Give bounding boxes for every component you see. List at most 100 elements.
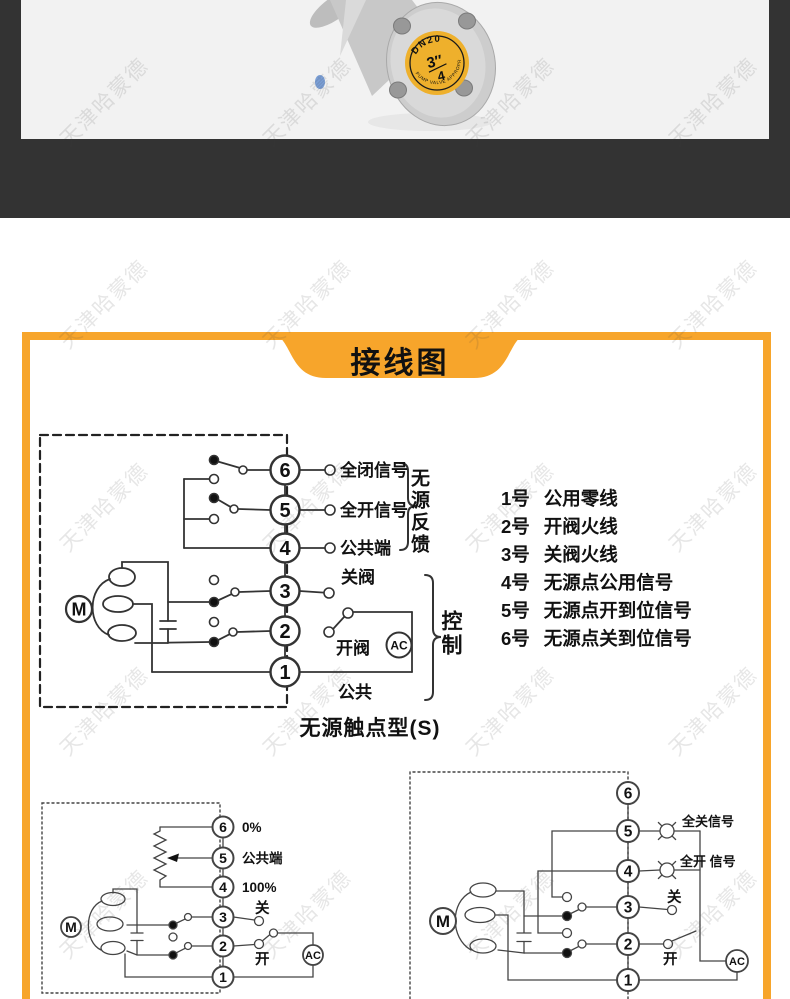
terminal-number: 3 bbox=[219, 909, 227, 925]
motor-coil bbox=[108, 567, 136, 587]
valve-neck-highlight bbox=[340, 0, 366, 56]
product-photo-area: DN20 PUMP VALVE APPROPRIATE 3″ 4 bbox=[21, 0, 769, 139]
braces bbox=[399, 462, 442, 701]
motor-coil bbox=[464, 906, 496, 924]
list-item: 1号公用零线 bbox=[501, 484, 692, 512]
actuator-boundary bbox=[41, 802, 221, 994]
terminal-no: 6号 bbox=[501, 628, 530, 649]
switch-contacts bbox=[208, 454, 354, 648]
indicator-lamps bbox=[657, 821, 677, 880]
label-t3: 关阀 bbox=[341, 567, 375, 587]
valve-photo: DN20 PUMP VALVE APPROPRIATE 3″ 4 bbox=[280, 0, 497, 131]
motor-coil bbox=[469, 938, 497, 954]
terminal-desc: 无源点公用信号 bbox=[543, 572, 674, 593]
tab-shape bbox=[268, 332, 532, 378]
fraction-bar bbox=[428, 63, 447, 73]
switch-contacts bbox=[561, 891, 678, 959]
valve-blue-part bbox=[315, 75, 325, 89]
list-item: 4号无源点公用信号 bbox=[501, 568, 692, 596]
motor-label: M bbox=[72, 600, 87, 620]
terminal-number: 2 bbox=[219, 938, 227, 954]
wiring-diagram-bottom-left: M 6 5 4 3 bbox=[41, 802, 324, 994]
motor: M bbox=[429, 882, 497, 954]
signal-labels: 全关信号 全开 信号 关 开 bbox=[663, 814, 736, 968]
motor-coil bbox=[469, 882, 497, 898]
list-item: 6号无源点关到位信号 bbox=[501, 624, 692, 652]
wiring-diagram-bottom-right: M bbox=[409, 771, 749, 999]
label-t6: 全闭信号 bbox=[339, 460, 408, 480]
bolt-hole bbox=[458, 12, 476, 30]
label-t2: 开阀 bbox=[336, 638, 370, 658]
actuator-boundary bbox=[38, 433, 289, 709]
list-item: 3号关阀火线 bbox=[501, 540, 692, 568]
terminal-no: 5号 bbox=[501, 600, 530, 621]
terminal-description-list: 1号公用零线 2号开阀火线 3号关阀火线 4号无源点公用信号 5号无源点开到位信… bbox=[501, 484, 692, 652]
label-t5: 全关信号 bbox=[681, 814, 734, 829]
control-brace bbox=[424, 574, 442, 701]
ac-source bbox=[302, 944, 324, 966]
label-t2: 开 bbox=[663, 951, 678, 968]
label-t4: 全开 信号 bbox=[679, 854, 736, 869]
potentiometer bbox=[152, 826, 168, 888]
terminal-number: 6 bbox=[219, 819, 227, 835]
feedback-brace-label: 无源反馈 bbox=[408, 468, 429, 556]
motor-coil bbox=[102, 595, 134, 613]
wiring-card bbox=[22, 332, 771, 999]
list-item: 5号无源点开到位信号 bbox=[501, 596, 692, 624]
terminal-number: 2 bbox=[279, 621, 290, 643]
label-t4: 100% bbox=[242, 880, 277, 895]
list-item: 2号开阀火线 bbox=[501, 512, 692, 540]
terminal-number: 1 bbox=[219, 969, 227, 985]
hero-dark-band: DN20 PUMP VALVE APPROPRIATE 3″ 4 bbox=[0, 0, 790, 218]
coil-arc bbox=[454, 891, 472, 951]
terminal-no: 2号 bbox=[501, 516, 530, 537]
valve-size-denominator: 4 bbox=[436, 68, 447, 84]
terminal-number: 1 bbox=[624, 973, 633, 990]
terminal-number: 4 bbox=[624, 864, 633, 881]
label-t4: 公共端 bbox=[340, 538, 391, 558]
signal-labels: 全闭信号 全开信号 公共端 关阀 开阀 公共 bbox=[336, 460, 408, 702]
ac-source bbox=[385, 631, 413, 659]
motor-coil bbox=[96, 916, 124, 932]
label-t2: 开 bbox=[255, 951, 270, 968]
ac-label: AC bbox=[305, 950, 321, 962]
control-brace-label: 控制 bbox=[439, 610, 462, 658]
terminal-number: 2 bbox=[624, 937, 633, 954]
terminal-number: 3 bbox=[624, 900, 633, 917]
motor: M bbox=[64, 567, 137, 642]
terminals: 6 5 4 3 2 1 bbox=[616, 781, 640, 992]
feedback-brace bbox=[399, 462, 417, 551]
wires bbox=[91, 460, 413, 673]
coil-arc bbox=[91, 578, 111, 636]
switch-contacts bbox=[168, 912, 279, 960]
actuator-boundary bbox=[409, 771, 629, 999]
wiper-arrowhead bbox=[167, 853, 179, 862]
diagram-caption: 无源触点型(S) bbox=[299, 717, 441, 740]
label-t5: 全开信号 bbox=[339, 500, 408, 520]
terminal-no: 3号 bbox=[501, 544, 530, 565]
terminal-desc: 公用零线 bbox=[543, 488, 618, 509]
terminal-number: 4 bbox=[279, 538, 291, 560]
label-t5: 公共端 bbox=[242, 850, 283, 866]
terminal-number: 5 bbox=[219, 850, 227, 866]
wires bbox=[87, 826, 314, 978]
motor-coil bbox=[100, 940, 126, 956]
terminals: 6 5 4 3 2 1 bbox=[269, 454, 301, 688]
valve-label-ring bbox=[409, 35, 465, 91]
terminal-number: 4 bbox=[219, 879, 227, 895]
motor: M bbox=[60, 891, 126, 956]
motor-coil bbox=[107, 624, 137, 642]
terminal-no: 4号 bbox=[501, 572, 530, 593]
terminal-desc: 开阀火线 bbox=[543, 516, 618, 537]
wiring-diagram-main: M bbox=[38, 433, 442, 709]
terminal-number: 3 bbox=[279, 581, 290, 603]
coil-arc bbox=[87, 900, 103, 951]
valve-label-disc bbox=[405, 31, 469, 95]
label-t1: 公共 bbox=[338, 683, 372, 702]
terminal-number: 6 bbox=[279, 460, 290, 482]
terminal-number: 5 bbox=[279, 500, 290, 522]
wiring-diagrams: M bbox=[38, 433, 749, 999]
terminal-desc: 无源点关到位信号 bbox=[543, 628, 692, 649]
motor-label: M bbox=[65, 919, 77, 935]
